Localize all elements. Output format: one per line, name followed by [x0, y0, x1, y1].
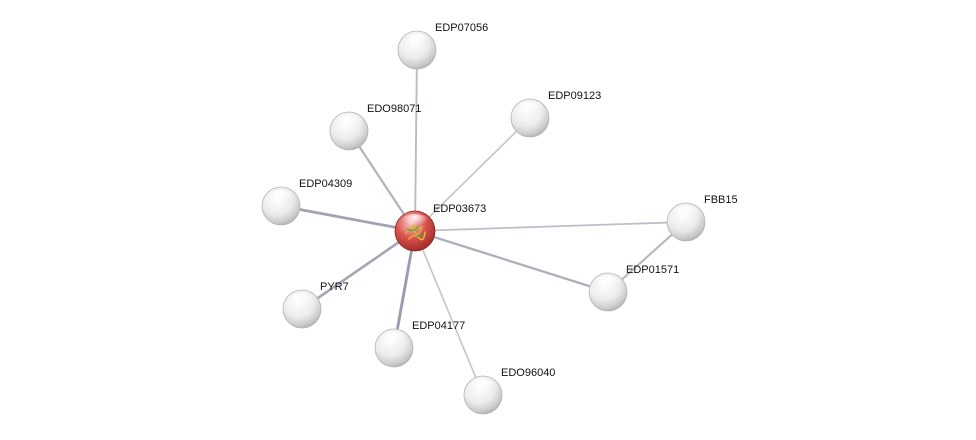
node-edp09123[interactable]: EDP09123: [510, 90, 601, 138]
node-label: FBB15: [704, 194, 738, 206]
node-label: EDP09123: [548, 90, 601, 102]
node-label: EDO98071: [367, 103, 421, 115]
edge-edp03673-pyr7[interactable]: [300, 229, 417, 311]
node-highlight: [516, 101, 544, 118]
node-edp01571[interactable]: EDP01571: [588, 264, 679, 312]
edge-edp03673-edp04309[interactable]: [279, 204, 417, 233]
edges-layer: [279, 49, 688, 396]
node-edo98071[interactable]: EDO98071: [329, 103, 421, 151]
node-highlight: [380, 331, 408, 348]
edge-edp03673-fbb15[interactable]: [414, 221, 687, 232]
edge-edp03673-edo96040[interactable]: [414, 230, 484, 396]
node-highlight: [288, 292, 316, 309]
node-label: EDP03673: [433, 203, 486, 215]
node-label: EDP04177: [412, 320, 465, 332]
node-edp07056[interactable]: EDP07056: [397, 22, 488, 70]
node-fbb15[interactable]: FBB15: [666, 194, 738, 242]
edge-edp03673-edp07056[interactable]: [414, 49, 418, 232]
node-highlight: [672, 205, 700, 222]
node-pyr7[interactable]: PYR7: [282, 281, 349, 329]
edge-edp03673-edp09123[interactable]: [414, 117, 531, 232]
node-label: EDP01571: [626, 264, 679, 276]
node-label: PYR7: [320, 281, 349, 293]
node-edp04309[interactable]: EDP04309: [261, 178, 352, 226]
node-label: EDO96040: [501, 367, 555, 379]
node-edp03673[interactable]: EDP03673: [394, 203, 486, 252]
node-highlight: [403, 33, 431, 50]
node-highlight: [401, 214, 429, 230]
node-label: EDP07056: [435, 22, 488, 34]
node-edp04177[interactable]: EDP04177: [374, 320, 465, 368]
node-edo96040[interactable]: EDO96040: [463, 367, 555, 415]
edge-edp03673-edp01571[interactable]: [413, 229, 610, 294]
node-label: EDP04309: [299, 178, 352, 190]
node-highlight: [469, 378, 497, 395]
node-highlight: [335, 114, 363, 131]
node-highlight: [594, 275, 622, 292]
node-highlight: [267, 189, 295, 206]
